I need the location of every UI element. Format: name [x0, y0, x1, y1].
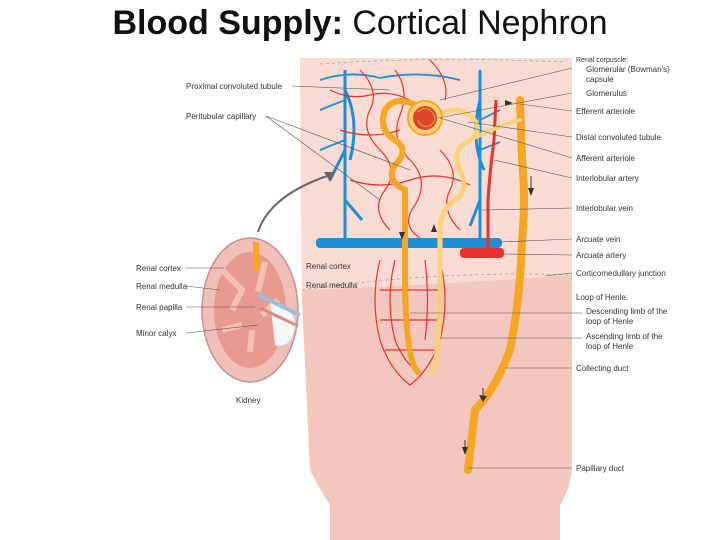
label-glomerular-capsule-1: Glomerular (Bowman's) [586, 65, 670, 74]
label-corticomedullary: Corticomedullary junction [576, 269, 666, 278]
zoom-arrow [257, 174, 331, 233]
arrow-shafts [464, 176, 532, 450]
label-kidney: Kidney [236, 396, 260, 405]
label-distal-tubule: Distal convoluted tubule [576, 133, 661, 142]
label-kidney-renal-medulla: Renal medulla [136, 282, 188, 291]
label-proximal-tubule: Proximal convoluted tubule [186, 82, 283, 91]
label-interlobular-artery: Interlobular artery [576, 174, 639, 183]
collecting-duct-path [464, 96, 528, 474]
capsule-line [319, 59, 567, 65]
label-kidney-renal-cortex: Renal cortex [136, 264, 181, 273]
label-glomerulus: Glomerulus [586, 89, 627, 98]
label-renal-papilla: Renal papilla [136, 303, 183, 312]
kidney-illustration [201, 237, 301, 383]
interlobular-vein-vessel [328, 70, 486, 238]
label-minor-calyx: Minor calyx [136, 329, 176, 338]
label-arcuate-artery: Arcuate artery [576, 251, 626, 260]
title-rest: Cortical Nephron [342, 4, 608, 42]
glomerulus-knot [413, 106, 437, 130]
nephron-tubules [380, 96, 528, 474]
label-peritubular-capillary: Peritubular capillary [186, 112, 256, 121]
ascending-limb-path [429, 107, 480, 375]
label-interlobular-vein: Interlobular vein [576, 204, 633, 213]
label-glomerular-capsule-2: capsule [586, 75, 614, 84]
cortex-region [300, 58, 572, 290]
vein-network [319, 73, 501, 151]
label-papillary-duct: Papillary duct [576, 464, 625, 473]
interlobular-artery-vessel [486, 99, 498, 250]
label-renal-corpuscle: Renal corpuscle: [576, 57, 628, 64]
peritubular-capillary-network [329, 59, 471, 386]
label-arcuate-vein: Arcuate vein [576, 235, 620, 244]
proximal-tubule-path [380, 98, 421, 375]
label-ascending-2: loop of Henle [586, 342, 634, 351]
arcuate-vein [316, 238, 502, 248]
label-descending-2: loop of Henle [586, 317, 634, 326]
slide-title: Blood Supply: Cortical Nephron [0, 4, 720, 43]
label-mid-renal-medulla: Renal medulla [306, 281, 358, 290]
title-bold: Blood Supply: [112, 4, 343, 42]
label-efferent-arteriole: Efferent arteriole [576, 107, 636, 116]
corticomedullary-line [301, 273, 573, 291]
label-afferent-arteriole: Afferent arteriole [576, 154, 636, 163]
label-collecting-duct: Collecting duct [576, 364, 629, 373]
leader-lines [185, 67, 582, 469]
label-mid-renal-cortex: Renal cortex [306, 262, 351, 271]
arcuate-artery [460, 248, 504, 258]
label-ascending-1: Ascending limb of the [586, 332, 663, 341]
label-descending-1: Descending limb of the [586, 307, 668, 316]
label-loop-of-henle: Loop of Henle: [576, 293, 628, 302]
